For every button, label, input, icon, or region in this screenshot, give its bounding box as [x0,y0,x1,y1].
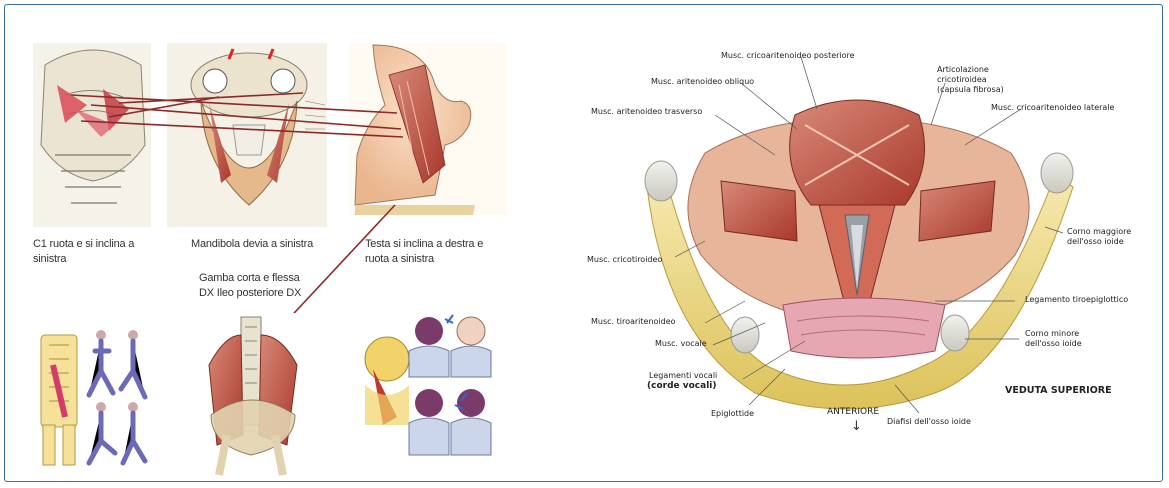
label-corno-maggiore-2: dell'osso ioide [1067,237,1124,247]
head-rotation-image [359,305,497,465]
caption-gamba: Gamba corta e flessa DX Ileo posteriore … [199,271,317,301]
label-articolazione-1: Articolazione [937,65,989,75]
skull-posterior-image [33,43,151,227]
label-aritenoideo-obliquo: Musc. aritenoideo obliquo [651,77,754,87]
label-cricotiroideo: Musc. cricotiroideo [587,255,662,265]
label-legamenti-vocali-2: (corde vocali) [647,381,717,391]
label-articolazione-3: (capsula fibrosa) [937,85,1004,95]
label-musc-vocale: Musc. vocale [655,339,707,349]
label-corno-minore-1: Corno minore [1025,329,1079,339]
caption-c1: C1 ruota e si inclina a sinistra [33,237,153,267]
label-articolazione-2: cricotiroidea [937,75,987,85]
caption-testa: Testa si inclina a destra e ruota a sini… [365,237,495,267]
anterior-arrow-icon: ↓ [851,419,862,434]
label-legamento-tiroepiglottico: Legamento tiroepiglottico [1025,295,1128,305]
figure-frame: C1 ruota e si inclina a sinistra Mandibo… [4,4,1163,482]
veduta-superiore-title: VEDUTA SUPERIORE [1005,385,1112,396]
neck-profile-image [349,43,507,215]
larynx-superior-image [645,100,1073,409]
anatomy-illustrations [5,5,1163,482]
spine-legs-image [33,323,159,473]
mandible-image [167,43,327,227]
label-aritenoideo-trasverso: Musc. aritenoideo trasverso [591,107,702,117]
label-diafisi: Diafisi dell'osso ioide [887,417,971,427]
label-cricoaritenoideo-posteriore: Musc. cricoaritenoideo posteriore [721,51,855,61]
label-corno-maggiore-1: Corno maggiore [1067,227,1131,237]
caption-mandibola: Mandibola devia a sinistra [191,237,331,252]
pelvis-psoas-image [201,313,305,477]
label-legamenti-vocali-1: Legamenti vocali [649,371,717,381]
label-tiroaritenoideo: Musc. tiroaritenoideo [591,317,676,327]
label-epiglottide: Epiglottide [711,409,754,419]
label-anteriore: ANTERIORE [827,407,879,417]
label-corno-minore-2: dell'osso ioide [1025,339,1082,349]
label-cricoaritenoideo-laterale: Musc. cricoaritenoideo laterale [991,103,1114,113]
